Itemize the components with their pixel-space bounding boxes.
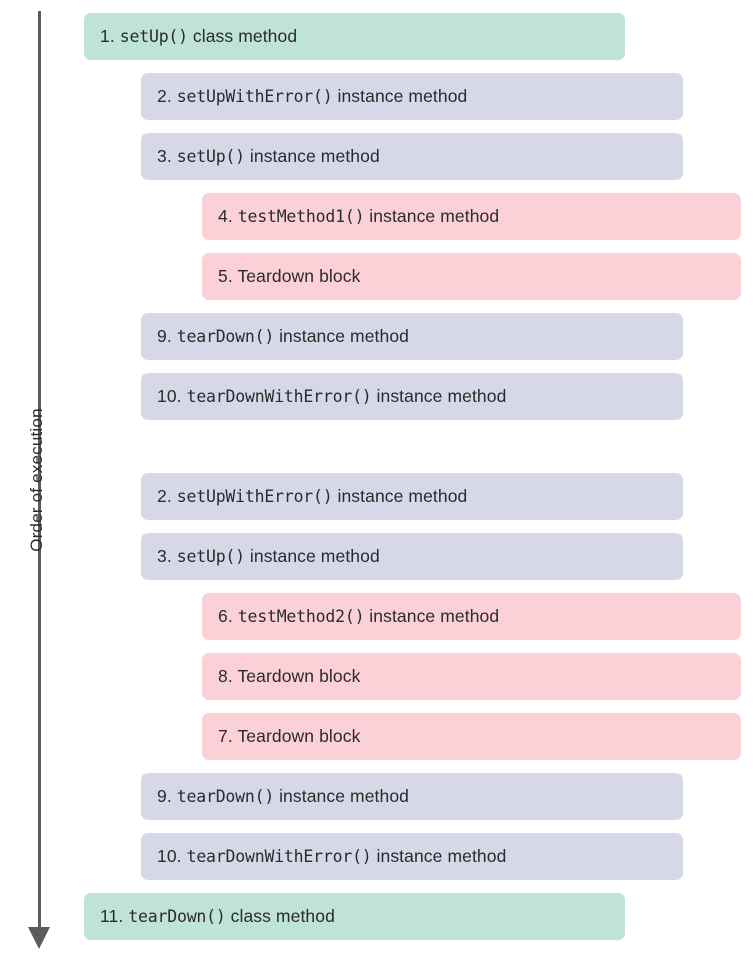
step-label: 11. tearDown() class method <box>100 906 335 927</box>
step-label: 7. Teardown block <box>218 726 360 747</box>
step-suffix: instance method <box>274 786 409 806</box>
step-row: 9. tearDown() instance method <box>141 773 683 820</box>
step-row: 11. tearDown() class method <box>84 893 625 940</box>
step-row: 10. tearDownWithError() instance method <box>141 373 683 420</box>
step-row: 7. Teardown block <box>202 713 741 760</box>
step-code: setUp() <box>176 547 245 566</box>
step-number: 10. <box>157 386 187 406</box>
step-suffix: Teardown block <box>237 726 361 746</box>
step-suffix: Teardown block <box>237 666 361 686</box>
step-suffix: instance method <box>332 86 468 106</box>
step-suffix: instance method <box>364 606 500 626</box>
step-number: 7. <box>218 726 238 746</box>
step-row: 9. tearDown() instance method <box>141 313 683 360</box>
step-label: 9. tearDown() instance method <box>157 786 409 807</box>
step-row: 4. testMethod1() instance method <box>202 193 741 240</box>
step-label: 3. setUp() instance method <box>157 146 380 167</box>
step-label: 8. Teardown block <box>218 666 360 687</box>
step-row: 10. tearDownWithError() instance method <box>141 833 683 880</box>
step-suffix: instance method <box>244 546 380 566</box>
step-number: 4. <box>218 206 238 226</box>
step-row: 2. setUpWithError() instance method <box>141 473 683 520</box>
step-row: 2. setUpWithError() instance method <box>141 73 683 120</box>
step-number: 11. <box>100 906 129 926</box>
arrow-down-icon <box>28 927 50 949</box>
step-label: 5. Teardown block <box>218 266 360 287</box>
step-label: 2. setUpWithError() instance method <box>157 86 467 107</box>
step-label: 1. setUp() class method <box>100 26 297 47</box>
step-suffix: Teardown block <box>237 266 361 286</box>
step-label: 10. tearDownWithError() instance method <box>157 386 506 407</box>
axis-label-order-of-execution: Order of execution <box>27 408 46 552</box>
step-number: 10. <box>157 846 187 866</box>
step-code: tearDown() <box>176 787 275 806</box>
step-row: 1. setUp() class method <box>84 13 625 60</box>
step-suffix: instance method <box>371 386 507 406</box>
step-suffix: class method <box>187 26 298 46</box>
step-label: 6. testMethod2() instance method <box>218 606 499 627</box>
step-code: testMethod1() <box>237 207 365 226</box>
step-number: 9. <box>157 326 177 346</box>
step-row: 3. setUp() instance method <box>141 533 683 580</box>
step-code: tearDown() <box>128 907 226 926</box>
step-row: 6. testMethod2() instance method <box>202 593 741 640</box>
step-label: 9. tearDown() instance method <box>157 326 409 347</box>
step-code: setUp() <box>119 27 188 46</box>
step-row: 5. Teardown block <box>202 253 741 300</box>
step-code: testMethod2() <box>237 607 365 626</box>
step-label: 2. setUpWithError() instance method <box>157 486 467 507</box>
step-code: tearDownWithError() <box>186 847 372 866</box>
step-suffix: instance method <box>332 486 468 506</box>
step-label: 3. setUp() instance method <box>157 546 380 567</box>
step-number: 2. <box>157 86 177 106</box>
step-suffix: instance method <box>274 326 409 346</box>
step-suffix: instance method <box>364 206 500 226</box>
step-number: 8. <box>218 666 238 686</box>
step-number: 1. <box>100 26 120 46</box>
step-number: 9. <box>157 786 177 806</box>
step-label: 4. testMethod1() instance method <box>218 206 499 227</box>
step-suffix: instance method <box>244 146 380 166</box>
step-label: 10. tearDownWithError() instance method <box>157 846 506 867</box>
step-code: setUpWithError() <box>176 87 333 106</box>
step-code: tearDownWithError() <box>186 387 372 406</box>
step-suffix: class method <box>225 906 335 926</box>
step-code: tearDown() <box>176 327 275 346</box>
step-number: 5. <box>218 266 238 286</box>
step-code: setUpWithError() <box>176 487 333 506</box>
order-of-execution-line <box>38 11 41 930</box>
step-number: 3. <box>157 146 177 166</box>
step-row: 3. setUp() instance method <box>141 133 683 180</box>
step-number: 2. <box>157 486 177 506</box>
step-code: setUp() <box>176 147 245 166</box>
step-row: 8. Teardown block <box>202 653 741 700</box>
step-suffix: instance method <box>371 846 507 866</box>
step-number: 6. <box>218 606 238 626</box>
step-number: 3. <box>157 546 177 566</box>
